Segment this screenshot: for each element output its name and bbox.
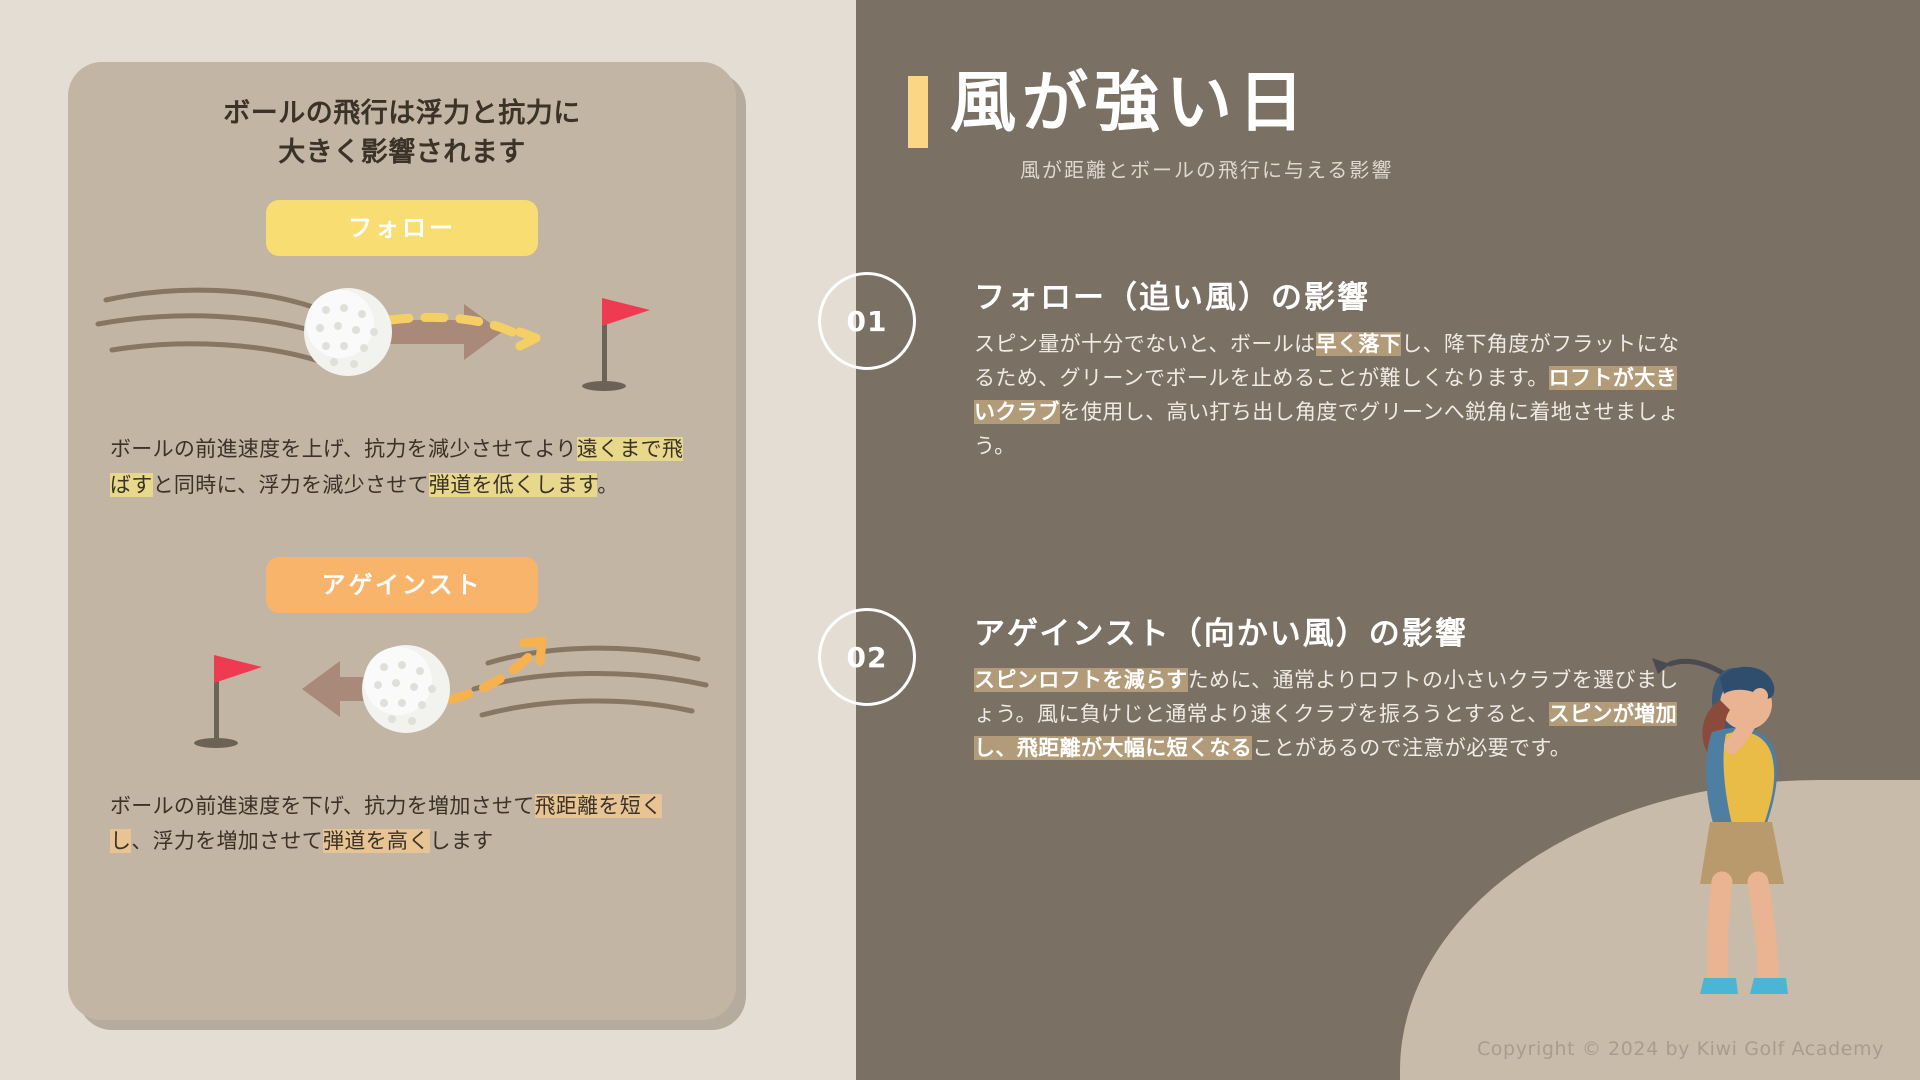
section-01-text-part-2: し、降下角度がフラットになるため、グリーンでボールを止めることが難しくなります。	[974, 332, 1680, 391]
follow-wind-diagram	[95, 287, 650, 392]
page-title: 風が強い日	[950, 64, 1310, 141]
trajectory-arrowhead-icon	[519, 636, 547, 666]
title-accent-bar	[908, 76, 928, 148]
against-description: ボールの前進速度を下げ、抗力を増加させて飛距離を短くし、浮力を増加させて弾道を高…	[110, 789, 694, 860]
follow-text-part-1: ボールの前進速度を上げ、抗力を減少させてより	[110, 437, 577, 462]
against-text-part-2: 、浮力を増加させて	[131, 829, 324, 854]
follow-description: ボールの前進速度を上げ、抗力を減少させてより遠くまで飛ばすと同時に、浮力を減少さ…	[110, 432, 694, 503]
card-title-line-1: ボールの飛行は浮力と抗力に	[223, 98, 581, 129]
footer-copyright: Copyright © 2024 by Kiwi Golf Academy	[1476, 1038, 1884, 1060]
section-01-text-part-3: を使用し、高い打ち出し角度でグリーンへ鋭角に着地させましょう。	[974, 400, 1680, 459]
section-02-highlight-1: スピンロフトを減らす	[974, 668, 1188, 692]
against-illustration	[68, 623, 736, 773]
trajectory-arrowhead-icon	[515, 327, 541, 351]
wind-streaks-icon	[95, 287, 333, 365]
follow-highlight-2: 弾道を低くします	[428, 472, 598, 497]
follow-text-part-2: と同時に、浮力を減少させて	[152, 472, 429, 497]
section-01-text-part-1: スピン量が十分でないと、ボールは	[974, 332, 1316, 356]
section-02-text-part-1: ために、通常よりロフトの小さいクラブを選びましょう。風に負けじと通常より速くクラ…	[974, 668, 1679, 727]
badge-against: アゲインスト	[266, 556, 538, 613]
section-02-text: スピンロフトを減らすために、通常よりロフトの小さいクラブを選びましょう。風に負け…	[974, 663, 1694, 765]
right-panel-background	[856, 0, 1920, 1080]
golfer-illustration	[1600, 616, 1860, 1040]
section-01: 01 フォロー（追い風）の影響 スピン量が十分でないと、ボールは早く落下し、降下…	[818, 272, 1694, 463]
flag-pin-icon	[194, 654, 262, 748]
section-02: 02 アゲインスト（向かい風）の影響 スピンロフトを減らすために、通常よりロフト…	[818, 608, 1694, 765]
page-subtitle: 風が距離とボールの飛行に与える影響	[1020, 158, 1394, 182]
info-card: ボールの飛行は浮力と抗力に 大きく影響されます フォロー	[68, 62, 736, 1020]
against-text-part-1: ボールの前進速度を下げ、抗力を増加させて	[110, 793, 535, 818]
follow-illustration	[68, 266, 736, 416]
against-highlight-2: 弾道を高く	[323, 829, 430, 854]
golf-ball-icon	[362, 644, 450, 733]
wind-streaks-icon	[471, 645, 709, 718]
section-01-title: フォロー（追い風）の影響	[974, 280, 1370, 316]
against-text-part-3: します	[429, 829, 494, 854]
trajectory-dashed-arrow-icon	[385, 313, 525, 341]
against-wind-diagram	[194, 636, 709, 748]
follow-text-part-3: 。	[597, 472, 619, 497]
flag-pin-icon	[582, 298, 650, 392]
section-02-number: 02	[818, 608, 916, 706]
section-01-highlight-1: 早く落下	[1315, 332, 1402, 356]
section-01-number: 01	[818, 272, 916, 370]
badge-follow: フォロー	[266, 200, 538, 257]
section-01-text: スピン量が十分でないと、ボールは早く落下し、降下角度がフラットになるため、グリー…	[974, 327, 1694, 463]
section-02-text-part-2: ことがあるので注意が必要です。	[1252, 736, 1572, 761]
card-title: ボールの飛行は浮力と抗力に 大きく影響されます	[116, 94, 688, 172]
golf-ball-icon	[304, 288, 392, 377]
card-title-line-2: 大きく影響されます	[278, 137, 526, 169]
page-header: 風が強い日 風が距離とボールの飛行に与える影響	[908, 68, 1393, 183]
female-golfer-icon	[1652, 658, 1788, 994]
section-02-title: アゲインスト（向かい風）の影響	[974, 616, 1468, 652]
